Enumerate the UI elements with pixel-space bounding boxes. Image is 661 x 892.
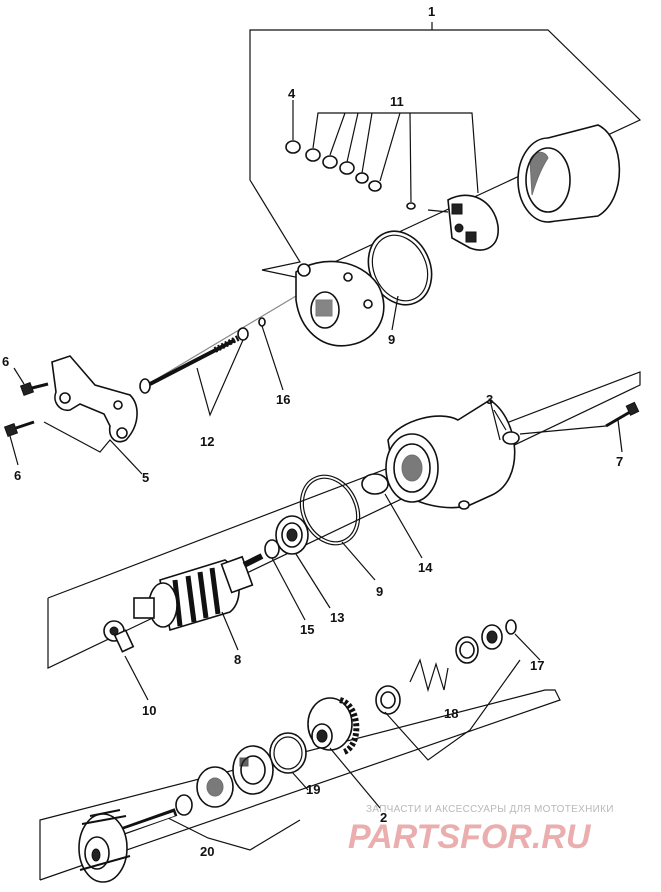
callout-2: 2: [380, 810, 387, 825]
washer-11d: [355, 172, 369, 184]
callout-9b: 9: [376, 584, 383, 599]
washer-11e: [368, 180, 382, 192]
callout-17: 17: [530, 658, 544, 673]
washer-11a: [305, 148, 321, 162]
end-cover-group: [139, 100, 621, 417]
yoke-housing: [517, 124, 621, 223]
circlip-20: [175, 794, 193, 816]
callout-20: 20: [200, 844, 214, 859]
armature-8: [133, 553, 264, 632]
callout-14: 14: [418, 560, 433, 575]
watermark-tagline: ЗАПЧАСТИ И АКСЕССУАРЫ ДЛЯ МОТОТЕХНИКИ: [366, 804, 614, 815]
callout-7: 7: [616, 454, 623, 469]
callout-12: 12: [200, 434, 214, 449]
clip-17: [505, 619, 517, 635]
seal-15: [264, 539, 280, 559]
callout-18: 18: [444, 706, 458, 721]
front-bracket-housing: [385, 399, 516, 510]
bolt-7: [605, 401, 640, 453]
callout-6a: 6: [2, 354, 9, 369]
bearing-13: [275, 515, 309, 555]
callout-8: 8: [234, 652, 241, 667]
watermark: ЗАПЧАСТИ И АКСЕССУАРЫ ДЛЯ МОТОТЕХНИКИ PA…: [348, 804, 614, 856]
brush-holder: [427, 194, 499, 251]
oring-small-11: [406, 202, 416, 210]
washer-4: [285, 140, 301, 154]
callout-1: 1: [428, 4, 435, 19]
clutch-2: [307, 697, 360, 755]
callout-13: 13: [330, 610, 344, 625]
mounting-bracket-5: [43, 355, 143, 475]
bolt-6a: [13, 367, 49, 397]
through-bolt-12: [139, 317, 266, 394]
callout-4: 4: [288, 86, 296, 101]
callout-labels: 1 4 11 9 16 12 6 6 5 3 7 14 9 13 15 8 10…: [2, 4, 623, 859]
callout-16: 16: [276, 392, 290, 407]
oring-9-mid: [299, 474, 361, 546]
callout-9a: 9: [388, 332, 395, 347]
pinion-gear-shaft: [78, 808, 178, 883]
callout-5: 5: [142, 470, 149, 485]
ring-19: [269, 732, 307, 774]
oring-14: [361, 473, 389, 495]
washer-11b: [322, 155, 338, 169]
bottom-group-bracket: [39, 689, 561, 881]
end-cover: [295, 260, 385, 347]
watermark-brand: PARTSFOR.RU: [348, 818, 592, 856]
bolt-6b: [3, 420, 35, 466]
callout-19: 19: [306, 782, 320, 797]
callout-10: 10: [142, 703, 156, 718]
plate-a: [232, 745, 274, 795]
spring-washer-group-18: [375, 624, 503, 715]
part-10: [103, 620, 135, 653]
callout-3: 3: [486, 392, 493, 407]
washer-3: [502, 431, 520, 445]
assembly-bracket-1: [249, 22, 642, 279]
callout-6b: 6: [14, 468, 21, 483]
callout-11: 11: [390, 94, 404, 109]
callout-15: 15: [300, 622, 314, 637]
washer-11c: [339, 161, 355, 175]
plate-b: [196, 766, 234, 808]
